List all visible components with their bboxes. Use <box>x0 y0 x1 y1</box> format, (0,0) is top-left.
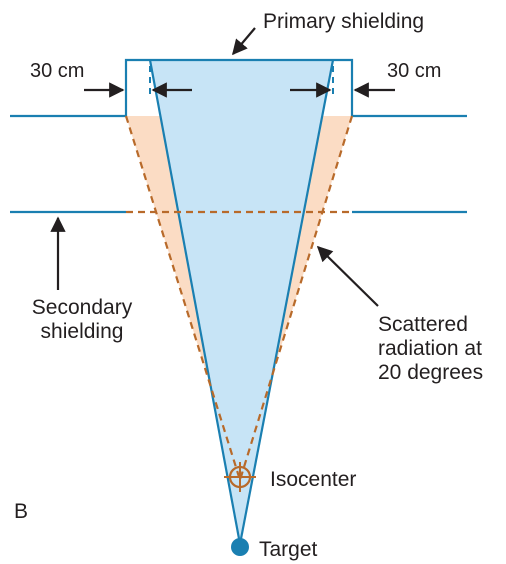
scattered-line3: 20 degrees <box>378 361 484 384</box>
beam-edge-left <box>148 59 242 545</box>
beam-edge-right <box>238 59 335 545</box>
primary-beam <box>150 60 333 544</box>
right-width-label: 30 cm <box>387 60 442 82</box>
secondary-shielding-label: Secondary shielding <box>22 296 142 344</box>
primary-shielding-arrow <box>232 27 256 56</box>
scattered-radiation-label: Scattered radiation at 20 degrees <box>378 313 483 385</box>
scattered-line2: radiation at <box>378 337 482 360</box>
isocenter-label: Isocenter <box>270 468 357 491</box>
isocenter-icon <box>224 462 256 492</box>
scatter-line-left <box>124 115 242 481</box>
primary-shielding-label: Primary shielding <box>263 10 425 33</box>
scatter-line-right <box>238 115 354 481</box>
target-label: Target <box>259 538 318 561</box>
secondary-shielding-line1: Secondary <box>31 296 133 319</box>
scattered-line1: Scattered <box>378 313 468 336</box>
panel-label: B <box>14 500 29 523</box>
target-dot <box>231 538 249 556</box>
primary-shielding-barrier <box>124 58 354 116</box>
scatter-arrow <box>316 245 379 307</box>
left-width-label: 30 cm <box>30 60 85 82</box>
secondary-shielding-line2: shielding <box>40 320 124 343</box>
